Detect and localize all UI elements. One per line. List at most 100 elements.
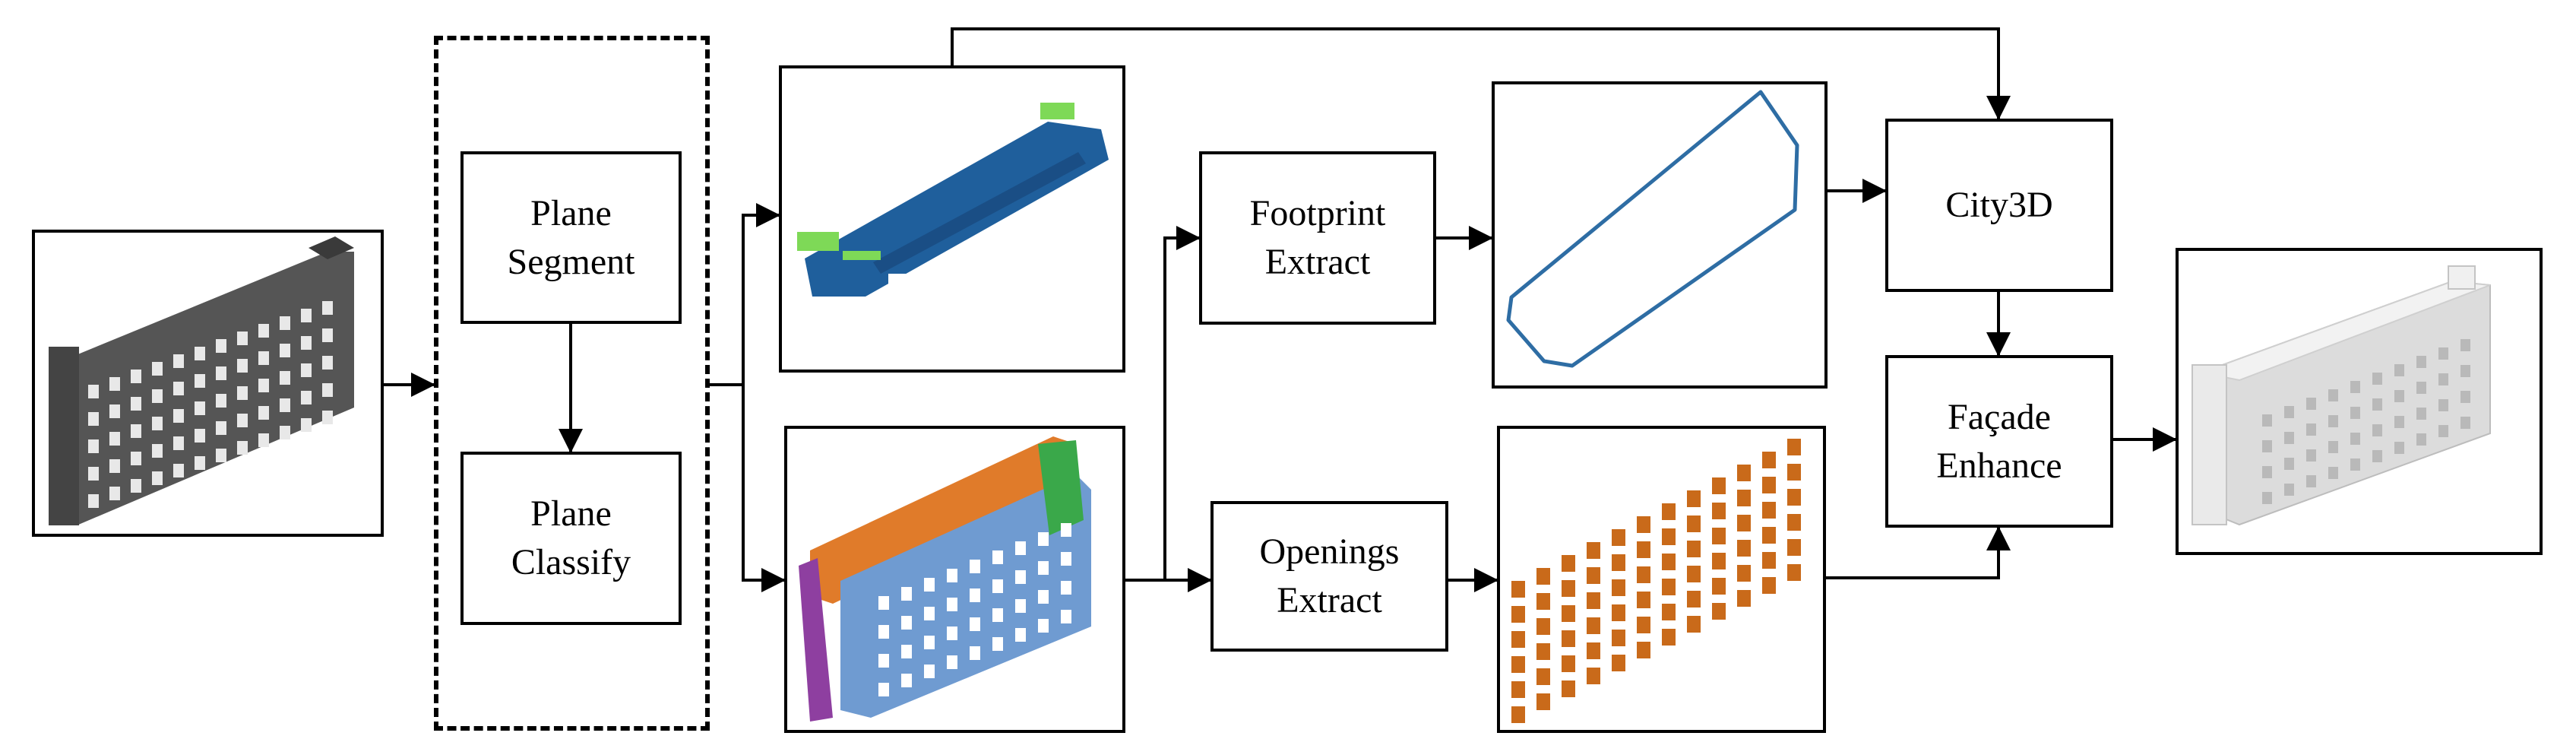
footprint-panel <box>1492 81 1828 389</box>
window-opening <box>1737 465 1751 481</box>
window-opening <box>1612 579 1625 596</box>
window-gap <box>280 426 290 439</box>
window-recess <box>2306 449 2316 462</box>
window-recess <box>2372 398 2382 411</box>
window-opening <box>1637 592 1650 608</box>
window-opening <box>1712 553 1726 569</box>
window-recess <box>2372 373 2382 385</box>
window-opening <box>1637 566 1650 583</box>
window-opening <box>1762 527 1776 544</box>
window-gap <box>992 608 1003 622</box>
window-opening <box>1762 577 1776 594</box>
roof-planes-image <box>797 103 1109 297</box>
city3d-box: City3D <box>1885 119 2113 292</box>
window-gap <box>195 401 205 415</box>
footprint-outline-image <box>1506 90 1799 368</box>
window-opening <box>1511 631 1525 648</box>
window-gap <box>131 397 141 411</box>
window-gap <box>301 309 312 322</box>
window-recess <box>2416 408 2426 420</box>
window-gap <box>970 588 980 602</box>
window-gap <box>280 344 290 357</box>
window-gap <box>1015 570 1026 584</box>
window-gap <box>280 316 290 330</box>
window-opening <box>1511 706 1525 723</box>
window-opening <box>1787 514 1801 531</box>
window-recess <box>2284 484 2294 496</box>
window-opening <box>1762 477 1776 493</box>
window-opening <box>1687 591 1701 607</box>
window-recess <box>2350 458 2360 471</box>
window-recess <box>2262 466 2272 478</box>
window-recess <box>2306 475 2316 487</box>
roof-plane-edge <box>873 152 1086 274</box>
window-opening <box>1687 490 1701 507</box>
window-opening <box>1662 554 1676 570</box>
window-gap <box>1015 599 1026 613</box>
window-gap <box>924 636 935 649</box>
window-recess <box>2306 398 2316 410</box>
window-gap <box>301 418 312 432</box>
window-gap <box>152 444 163 458</box>
window-opening <box>1662 579 1676 595</box>
window-recess <box>2262 414 2272 427</box>
window-opening <box>1536 693 1550 710</box>
window-gap <box>216 449 226 462</box>
window-gap <box>216 339 226 353</box>
roof-plane <box>805 122 1109 297</box>
window-opening <box>1712 528 1726 544</box>
window-gap <box>237 359 248 373</box>
side-tower <box>2191 364 2227 525</box>
window-recess <box>2284 432 2294 444</box>
window-opening <box>1511 606 1525 623</box>
window-gap <box>1061 581 1071 595</box>
window-opening <box>1637 541 1650 558</box>
window-gap <box>901 645 912 658</box>
window-opening <box>1587 567 1600 584</box>
window-recess <box>2372 450 2382 462</box>
window-recess <box>2416 433 2426 446</box>
window-recess <box>2460 365 2470 377</box>
facade-enhance-line2: Enhance <box>1936 445 2062 486</box>
window-gap <box>878 683 889 696</box>
input-point-cloud-image <box>49 236 354 525</box>
window-gap <box>152 417 163 430</box>
window-gap <box>237 441 248 455</box>
window-opening <box>1662 604 1676 620</box>
window-gap <box>901 587 912 601</box>
plane-segment-line2: Segment <box>507 241 635 282</box>
window-opening <box>1712 578 1726 595</box>
window-recess <box>2284 458 2294 470</box>
window-gap <box>152 471 163 485</box>
window-gap <box>109 459 120 473</box>
window-gap <box>131 452 141 465</box>
output-model-panel <box>2176 248 2543 555</box>
wall-plane-green <box>1038 440 1084 535</box>
window-gap <box>173 382 184 395</box>
window-gap <box>280 371 290 385</box>
window-opening <box>1662 528 1676 545</box>
window-gap <box>901 616 912 630</box>
roof-planes-panel <box>779 65 1125 373</box>
openings-extract-line2: Extract <box>1277 580 1382 620</box>
window-opening <box>1687 616 1701 633</box>
window-gap <box>924 607 935 620</box>
window-recess <box>2460 339 2470 351</box>
window-gap <box>88 467 99 481</box>
roof-structure-green <box>1040 103 1074 119</box>
plane-processing-group <box>434 36 710 731</box>
wall-plane-purple <box>799 558 833 722</box>
window-opening <box>1612 604 1625 621</box>
window-gap <box>1038 619 1049 633</box>
window-opening <box>1587 642 1600 659</box>
window-recess <box>2262 440 2272 452</box>
window-gap <box>109 432 120 446</box>
window-opening <box>1511 656 1525 673</box>
facade-enhance-box: Façade Enhance <box>1885 355 2113 528</box>
window-gap <box>258 406 269 420</box>
plane-classify-line2: Classify <box>511 542 631 582</box>
window-opening <box>1737 565 1751 582</box>
window-gap <box>970 646 980 660</box>
footprint-extract-line2: Extract <box>1264 242 1371 282</box>
window-opening <box>1762 552 1776 569</box>
